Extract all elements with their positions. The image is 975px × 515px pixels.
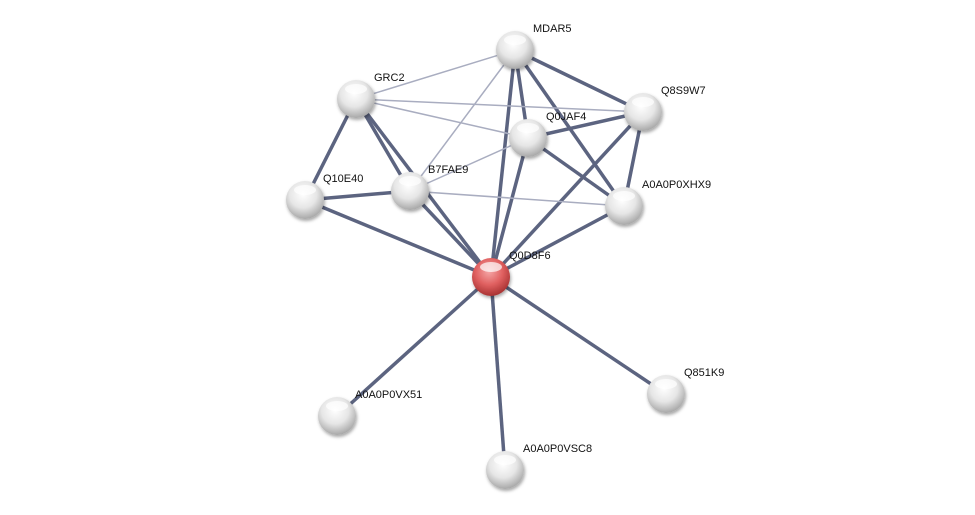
node-highlight — [294, 185, 316, 195]
edge-B7FAE9-A0A0P0XHX9[interactable] — [409, 190, 625, 207]
node-Q851K9[interactable]: Q851K9 — [647, 367, 724, 413]
edge-GRC2-Q8S9W7[interactable] — [355, 98, 644, 113]
edge-GRC2-Q0JAF4[interactable] — [355, 98, 529, 139]
node-A0A0P0VX51[interactable]: A0A0P0VX51 — [318, 389, 422, 435]
node-label: A0A0P0VX51 — [355, 389, 422, 401]
edge-B7FAE9-Q0JAF4[interactable] — [409, 137, 529, 192]
node-label: Q10E40 — [323, 173, 363, 185]
node-MDAR5[interactable]: MDAR5 — [496, 23, 572, 69]
node-highlight — [345, 84, 367, 94]
node-highlight — [632, 97, 654, 107]
node-highlight — [480, 262, 502, 272]
node-highlight — [504, 35, 526, 45]
edge-MDAR5-B7FAE9[interactable] — [409, 49, 516, 192]
node-highlight — [494, 455, 516, 465]
edge-Q10E40-Q0D8F6[interactable] — [304, 198, 492, 279]
node-highlight — [399, 176, 421, 186]
node-Q8S9W7[interactable]: Q8S9W7 — [624, 85, 706, 131]
edge-Q0D8F6-A0A0P0VX51[interactable] — [335, 275, 493, 418]
node-Q10E40[interactable]: Q10E40 — [286, 173, 363, 219]
node-highlight — [613, 191, 635, 201]
node-A0A0P0XHX9[interactable]: A0A0P0XHX9 — [605, 179, 711, 225]
node-label: A0A0P0XHX9 — [642, 179, 711, 191]
edge-Q0D8F6-Q851K9[interactable] — [490, 275, 667, 396]
node-Q0JAF4[interactable]: Q0JAF4 — [509, 111, 586, 157]
node-highlight — [326, 401, 348, 411]
edge-Q0JAF4-A0A0P0XHX9[interactable] — [526, 136, 626, 208]
edge-B7FAE9-Q0D8F6[interactable] — [408, 189, 493, 279]
edge-A0A0P0XHX9-Q0D8F6[interactable] — [490, 204, 625, 279]
edge-MDAR5-Q8S9W7[interactable] — [514, 48, 644, 114]
edge-Q0JAF4-Q8S9W7[interactable] — [527, 110, 644, 140]
node-label: Q0D8F6 — [509, 250, 551, 262]
node-label: A0A0P0VSC8 — [523, 443, 592, 455]
edge-Q0D8F6-A0A0P0VSC8[interactable] — [489, 276, 507, 471]
node-label: Q8S9W7 — [661, 85, 706, 97]
node-A0A0P0VSC8[interactable]: A0A0P0VSC8 — [486, 443, 592, 489]
node-label: GRC2 — [374, 72, 405, 84]
node-label: MDAR5 — [533, 23, 572, 35]
node-label: B7FAE9 — [428, 164, 468, 176]
node-label: Q0JAF4 — [546, 111, 586, 123]
edge-GRC2-MDAR5[interactable] — [355, 49, 516, 100]
node-highlight — [517, 123, 539, 133]
node-Q0D8F6[interactable]: Q0D8F6 — [472, 250, 551, 296]
node-highlight — [655, 379, 677, 389]
edge-Q0JAF4-Q0D8F6[interactable] — [489, 137, 530, 278]
edge-Q8S9W7-Q0D8F6[interactable] — [489, 110, 645, 279]
node-B7FAE9[interactable]: B7FAE9 — [391, 164, 468, 210]
edge-MDAR5-Q0D8F6[interactable] — [489, 49, 517, 278]
node-GRC2[interactable]: GRC2 — [337, 72, 405, 118]
node-label: Q851K9 — [684, 367, 724, 379]
